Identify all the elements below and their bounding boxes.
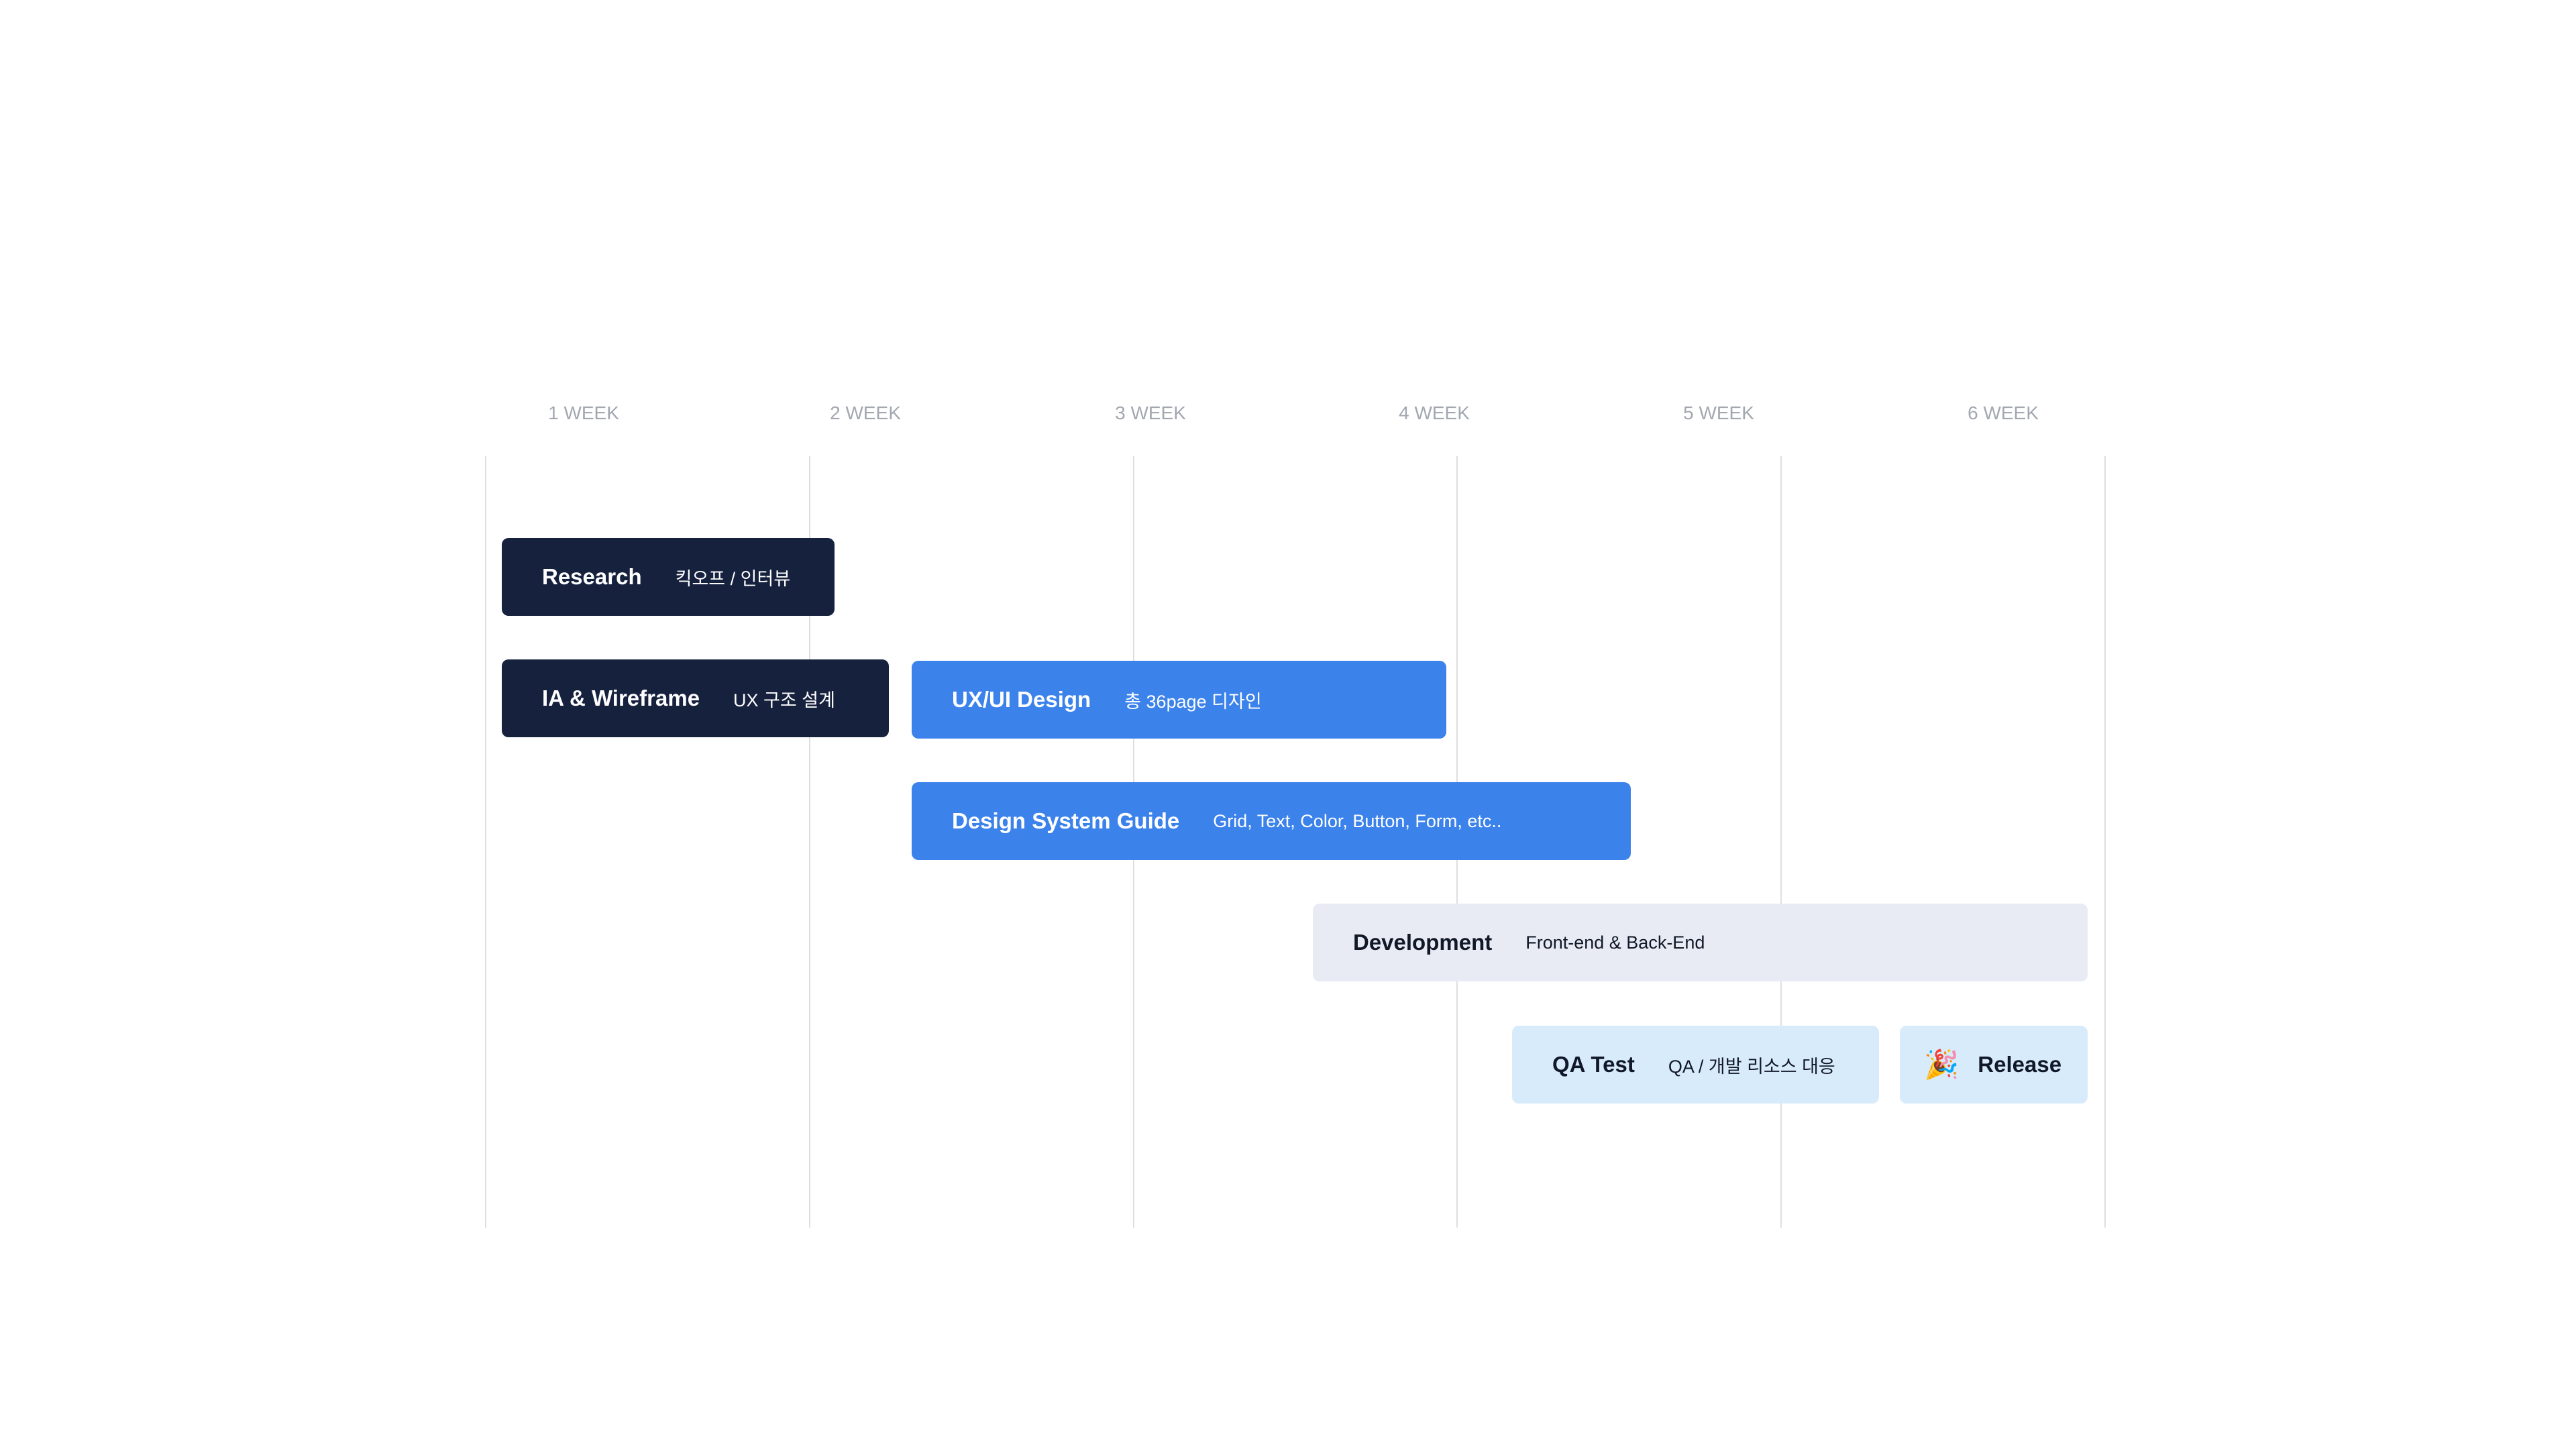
task-title: UX/UI Design [952, 687, 1091, 712]
grid-line [1780, 456, 1782, 1228]
week-label-5: 5 WEEK [1683, 402, 1754, 423]
task-bar-qa-test: QA Test QA / 개발 리소스 대응 [1512, 1026, 1879, 1104]
week-label-2: 2 WEEK [830, 402, 901, 423]
task-description: Front-end & Back-End [1525, 932, 1705, 953]
week-label-4: 4 WEEK [1399, 402, 1470, 423]
task-bar-design-system-guide: Design System Guide Grid, Text, Color, B… [912, 782, 1631, 860]
grid-line [2104, 456, 2106, 1228]
task-title: Development [1353, 930, 1493, 955]
release-label: Release [1978, 1052, 2062, 1077]
week-label-6: 6 WEEK [1968, 402, 2039, 423]
task-description: UX 구조 설계 [733, 690, 835, 710]
task-description: 킥오프 / 인터뷰 [675, 568, 791, 589]
task-description: 총 36page 디자인 [1124, 691, 1262, 712]
task-description: QA / 개발 리소스 대응 [1668, 1056, 1835, 1077]
task-bar-ux-ui-design: UX/UI Design 총 36page 디자인 [912, 661, 1446, 739]
grid-line [809, 456, 810, 1228]
week-label-1: 1 WEEK [548, 402, 619, 423]
task-title: Research [542, 564, 642, 589]
grid-line [485, 456, 486, 1228]
task-bar-release: 🎉 Release [1900, 1026, 2088, 1104]
week-label-3: 3 WEEK [1115, 402, 1186, 423]
task-bar-research: Research 킥오프 / 인터뷰 [502, 538, 835, 616]
task-title: IA & Wireframe [542, 686, 700, 710]
task-description: Grid, Text, Color, Button, Form, etc.. [1213, 810, 1502, 831]
task-bar-development: Development Front-end & Back-End [1313, 904, 2088, 981]
task-title: QA Test [1552, 1052, 1635, 1077]
task-title: Design System Guide [952, 808, 1180, 833]
party-popper-icon: 🎉 [1924, 1049, 1960, 1080]
task-bar-ia-wireframe: IA & Wireframe UX 구조 설계 [502, 659, 889, 737]
